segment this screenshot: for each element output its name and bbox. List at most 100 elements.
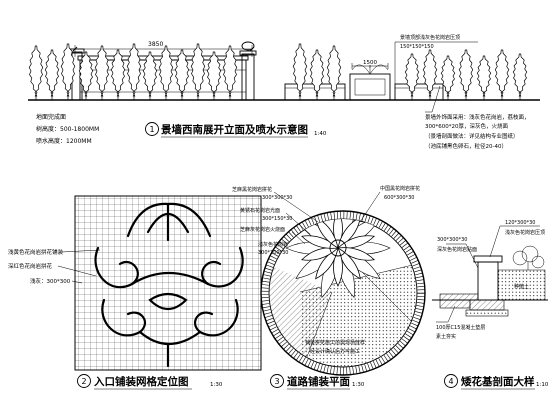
left-note: 树高度：500-1800MM: [36, 125, 99, 133]
base-layer: [439, 299, 471, 309]
title-text: 景墙西南展开立面及喷水示意图: [160, 123, 308, 136]
paving-layer: [439, 293, 479, 301]
dimension-fountain-label: 1500: [363, 60, 377, 66]
leader-line: [425, 85, 441, 113]
cypress-tree: [512, 53, 528, 100]
left-note: 喷水高度：1200MM: [36, 137, 92, 145]
leader-line: [394, 41, 478, 84]
leader-line: [359, 191, 381, 223]
leader-line: [446, 243, 479, 269]
title-number: 4: [448, 377, 453, 386]
section-label: 100厚C15混凝土垫层: [436, 324, 485, 331]
title-text: 入口铺装网格定位图: [94, 375, 189, 388]
leader-line: [273, 191, 319, 223]
planting-soil: [497, 269, 546, 301]
fountain: 1500: [284, 60, 444, 101]
cypress-tree: [404, 53, 420, 100]
cypress-tree: [158, 45, 174, 100]
leader-line: [285, 212, 311, 235]
cypress-tree: [458, 49, 474, 100]
tree-row: [28, 43, 528, 100]
left-note: 地面完成面: [36, 113, 66, 121]
outer-ring: [260, 210, 426, 376]
cypress-tree: [28, 45, 44, 100]
shrub: [512, 245, 545, 270]
cypress-tree: [326, 45, 342, 100]
cypress-tree: [494, 49, 510, 100]
title-scale: 1:30: [210, 382, 223, 388]
grid-plan-drawing: 浅黄色花岗岩拼花铺装 深红色花岗岩拼花 浅灰：300*300 2 入口铺装网格定…: [8, 195, 262, 390]
cypress-tree: [292, 43, 308, 100]
cypress-tree: [174, 49, 190, 100]
road-label: 浅灰色花岗岩: [258, 241, 288, 248]
cypress-tree: [142, 51, 158, 100]
leader-line: [57, 265, 97, 277]
leader-line: [489, 225, 540, 258]
road-label: 芝麻灰花岗岩火烧面: [240, 226, 285, 233]
leader-line: [71, 280, 83, 284]
section-label: 种植土: [514, 283, 529, 290]
coping-stone: [473, 255, 503, 263]
section-label: 素土夯实: [436, 333, 456, 340]
cypress-tree: [206, 51, 222, 100]
right-note: 300*600*20厚，深灰色，火烧面: [425, 122, 508, 130]
cypress-tree: [476, 55, 492, 100]
title-number: 3: [274, 377, 279, 386]
road-label: 芝麻黑花岗岩拼花: [232, 186, 272, 193]
title-text: 道路铺装平面: [287, 375, 350, 388]
ring-pattern: [261, 211, 425, 375]
leader-line: [436, 305, 456, 323]
cypress-tree: [110, 49, 126, 100]
section-label: 120*300*30: [505, 220, 535, 226]
dimension-total-label: 3850: [148, 41, 163, 48]
cypress-tree: [126, 43, 142, 100]
section-label: 浅灰色花岗岩压顶: [505, 229, 545, 236]
cypress-tree: [78, 51, 94, 100]
title-text: 矮花基剖面大样: [460, 375, 535, 388]
right-note: 景墙外饰面采用：浅灰色花岗岩，荔枝面，: [425, 113, 530, 121]
road-plan-title: 3 道路铺装平面 1:30: [270, 374, 365, 390]
title-number: 2: [81, 377, 86, 386]
leader-line: [61, 249, 101, 253]
cypress-tree: [94, 45, 110, 100]
right-note: （池底铺黑色卵石，粒径20-40）: [425, 142, 507, 150]
grid-label: 浅黄色花岗岩拼花铺装: [8, 248, 64, 256]
title-number: 1: [149, 125, 154, 134]
elevation-title: 1 景墙西南展开立面及喷水示意图 1:40: [145, 122, 327, 138]
paving-motif: [94, 202, 244, 368]
inner-petal: [315, 219, 339, 249]
cypress-tree: [44, 49, 60, 100]
lotus-pattern: [285, 219, 391, 299]
road-label: 300*300*30: [262, 195, 292, 201]
grid-label: 浅灰：300*300: [30, 277, 71, 285]
section-drawing: 120*300*30 浅灰色花岗岩压顶 300*300*30 深灰色花岗岩贴面 …: [432, 220, 549, 390]
cypress-tree: [440, 55, 456, 100]
leader-line: [291, 231, 306, 245]
cypress-tree: [422, 49, 438, 100]
grid-plan-title: 2 入口铺装网格定位图 1:30: [77, 374, 223, 390]
section-label: 300*300*30: [437, 237, 467, 243]
road-note: 经设计确认后方可施工: [310, 348, 360, 355]
grid-label: 深红色花岗岩拼花: [8, 262, 53, 270]
cypress-tree: [222, 45, 238, 100]
elevation-drawing: 3850 1500: [28, 34, 540, 150]
road-label: 600*300*30: [384, 195, 414, 201]
road-label: 中国黑花岗岩拼花: [380, 185, 420, 192]
title-scale: 1:30: [352, 382, 365, 388]
section-title: 4 矮花基剖面大样 1:10: [444, 374, 549, 390]
wall-footing: [469, 299, 505, 311]
road-label: 300*150*30: [262, 216, 292, 222]
title-scale: 1:40: [314, 131, 327, 137]
gravel-bed: [465, 309, 509, 317]
cypress-tree: [190, 43, 206, 100]
section-label: 深灰色花岗岩贴面: [437, 246, 477, 253]
road-label: 300*300*30: [258, 250, 288, 256]
cypress-tree: [309, 49, 325, 100]
top-note: 景墙顶部浅灰色花岗岩压顶: [400, 34, 460, 41]
road-label: 黄锈石花岗岩光面: [240, 207, 280, 214]
title-scale: 1:10: [536, 382, 549, 388]
road-note: 铺装拼花施工前需现场放样: [305, 339, 365, 346]
right-note: （景墙剖面做法：详见结构专业图纸）: [425, 132, 519, 140]
planter-wall: [477, 261, 499, 301]
